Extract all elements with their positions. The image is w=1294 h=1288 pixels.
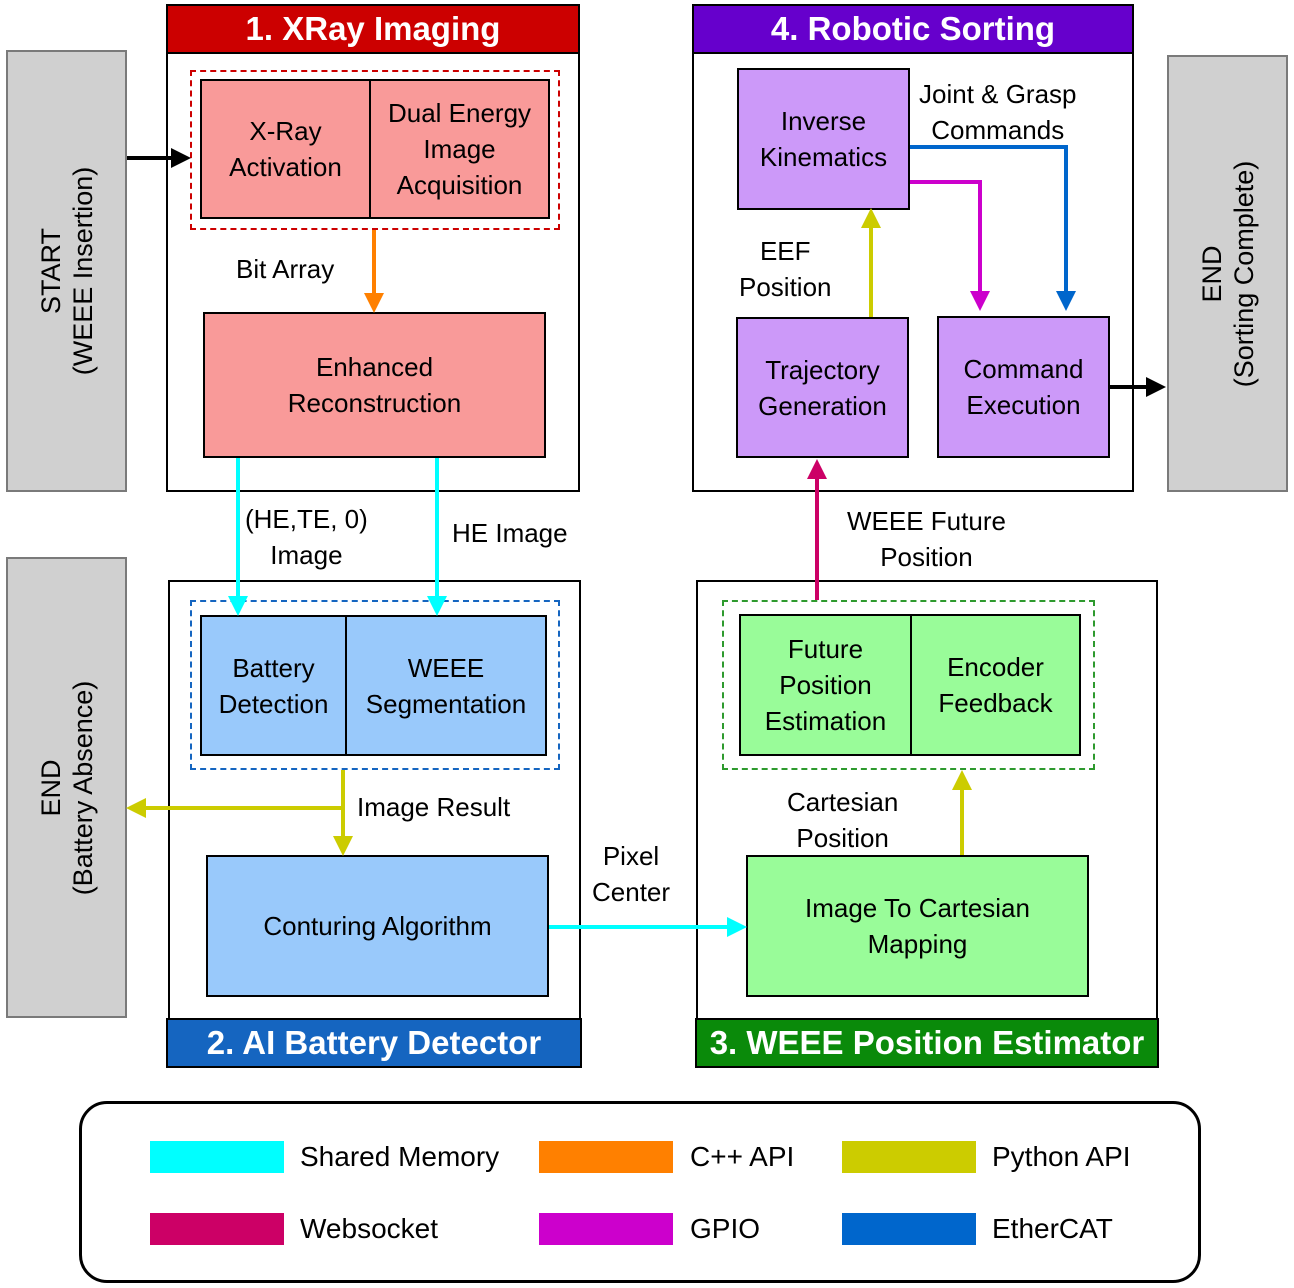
legend-label-websocket: Websocket [300, 1213, 438, 1244]
position-dashed-group [722, 600, 1095, 770]
robot-module-title: 4. Robotic Sorting [692, 4, 1134, 54]
enhanced-reconstruction-box: Enhanced Reconstruction [203, 312, 546, 458]
inverse-kinematics-box: Inverse Kinematics [737, 68, 910, 210]
weee-segmentation-box: WEEE Segmentation [345, 615, 547, 756]
dual-energy-acquisition-box: Dual Energy Image Acquisition [369, 79, 550, 219]
start-panel: START (WEEE Insertion) [6, 50, 127, 492]
legend-label-python-api: Python API [992, 1141, 1131, 1172]
end-sorting-panel: END (Sorting Complete) [1167, 55, 1288, 492]
legend-label-ethercat: EtherCAT [992, 1213, 1113, 1244]
legend-label-cpp-api: C++ API [690, 1141, 795, 1172]
legend-swatch-cpp-api [539, 1141, 673, 1173]
end-battery-panel: END (Battery Absence) [6, 557, 127, 1018]
legend-swatch-python-api [842, 1141, 976, 1173]
label-he-te-image: (HE,TE, 0) Image [245, 504, 368, 570]
legend: Shared Memory C++ API Python API Websock… [79, 1101, 1201, 1283]
legend-swatch-websocket [150, 1213, 284, 1245]
xray-activation-box: X-Ray Activation [200, 79, 371, 219]
arrow-ethercat-commands [910, 145, 1076, 311]
contouring-algorithm-box: Conturing Algorithm [206, 855, 549, 997]
arrow-gpio-commands [910, 180, 990, 311]
label-he-image: HE Image [452, 518, 568, 548]
xray-module-title: 1. XRay Imaging [166, 4, 580, 54]
label-eef-position: EEF Position [739, 236, 832, 302]
legend-swatch-gpio [539, 1213, 673, 1245]
label-joint-grasp-commands: Joint & Grasp Commands [919, 79, 1077, 145]
label-bit-array: Bit Array [236, 254, 335, 284]
legend-swatch-shared-memory [150, 1141, 284, 1173]
legend-label-gpio: GPIO [690, 1213, 761, 1244]
label-weee-future-position: WEEE Future Position [847, 506, 1006, 572]
legend-swatch-ethercat [842, 1213, 976, 1245]
legend-label-shared-memory: Shared Memory [300, 1141, 500, 1172]
label-pixel-center: Pixel Center [592, 841, 671, 907]
battery-detection-box: Battery Detection [200, 615, 347, 756]
encoder-feedback-box: Encoder Feedback [910, 614, 1081, 756]
position-module-title: 3. WEEE Position Estimator [695, 1018, 1159, 1068]
trajectory-generation-box: Trajectory Generation [736, 317, 909, 458]
image-to-cartesian-mapping-box: Image To Cartesian Mapping [746, 855, 1089, 997]
ai-module-title: 2. AI Battery Detector [166, 1018, 582, 1068]
command-execution-box: Command Execution [937, 316, 1110, 458]
label-image-result: Image Result [357, 792, 511, 822]
label-cartesian-position: Cartesian Position [787, 787, 899, 853]
xray-dashed-group [190, 70, 560, 230]
ai-dashed-group [190, 600, 560, 770]
